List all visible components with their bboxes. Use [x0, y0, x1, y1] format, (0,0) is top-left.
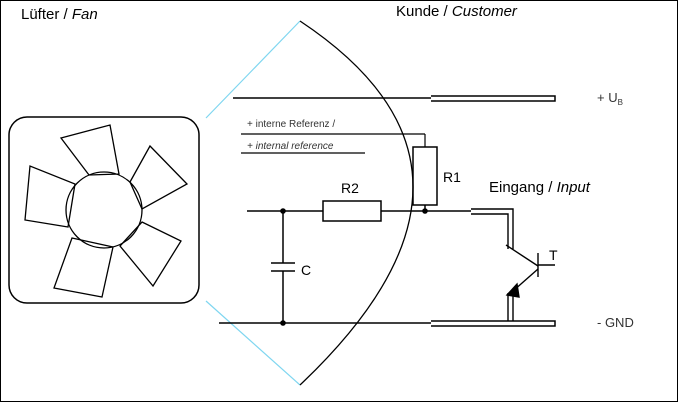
ground-label: - GND: [597, 315, 634, 330]
customer-label: Kunde / Customer: [396, 3, 518, 20]
capacitor-icon: [271, 211, 295, 323]
zoom-boundary-bottom: [205, 300, 301, 386]
transistor-icon: [471, 208, 555, 321]
input-label: Eingang / Input: [489, 179, 591, 196]
zoom-boundary-top: [205, 20, 301, 119]
fan-label: Lüfter / Fan: [21, 6, 98, 23]
transistor-label: T: [549, 247, 558, 263]
supply-label: + UB: [597, 90, 623, 107]
junction-dot: [422, 208, 428, 214]
resistor-icon: [322, 200, 382, 222]
reference-label-de: + interne Referenz /: [247, 119, 335, 130]
reference-label-en: + internal reference: [247, 141, 334, 152]
fan-icon: [8, 116, 200, 304]
r1-label: R1: [443, 169, 461, 185]
resistor-icon: [412, 146, 438, 206]
r2-label: R2: [341, 180, 359, 196]
supply-line: [233, 95, 556, 102]
ground-line: [219, 320, 556, 327]
reference-lines: [241, 133, 426, 154]
capacitor-label: C: [301, 262, 311, 278]
customer-boundary-arc: [299, 20, 414, 386]
junction-dot: [280, 320, 286, 326]
